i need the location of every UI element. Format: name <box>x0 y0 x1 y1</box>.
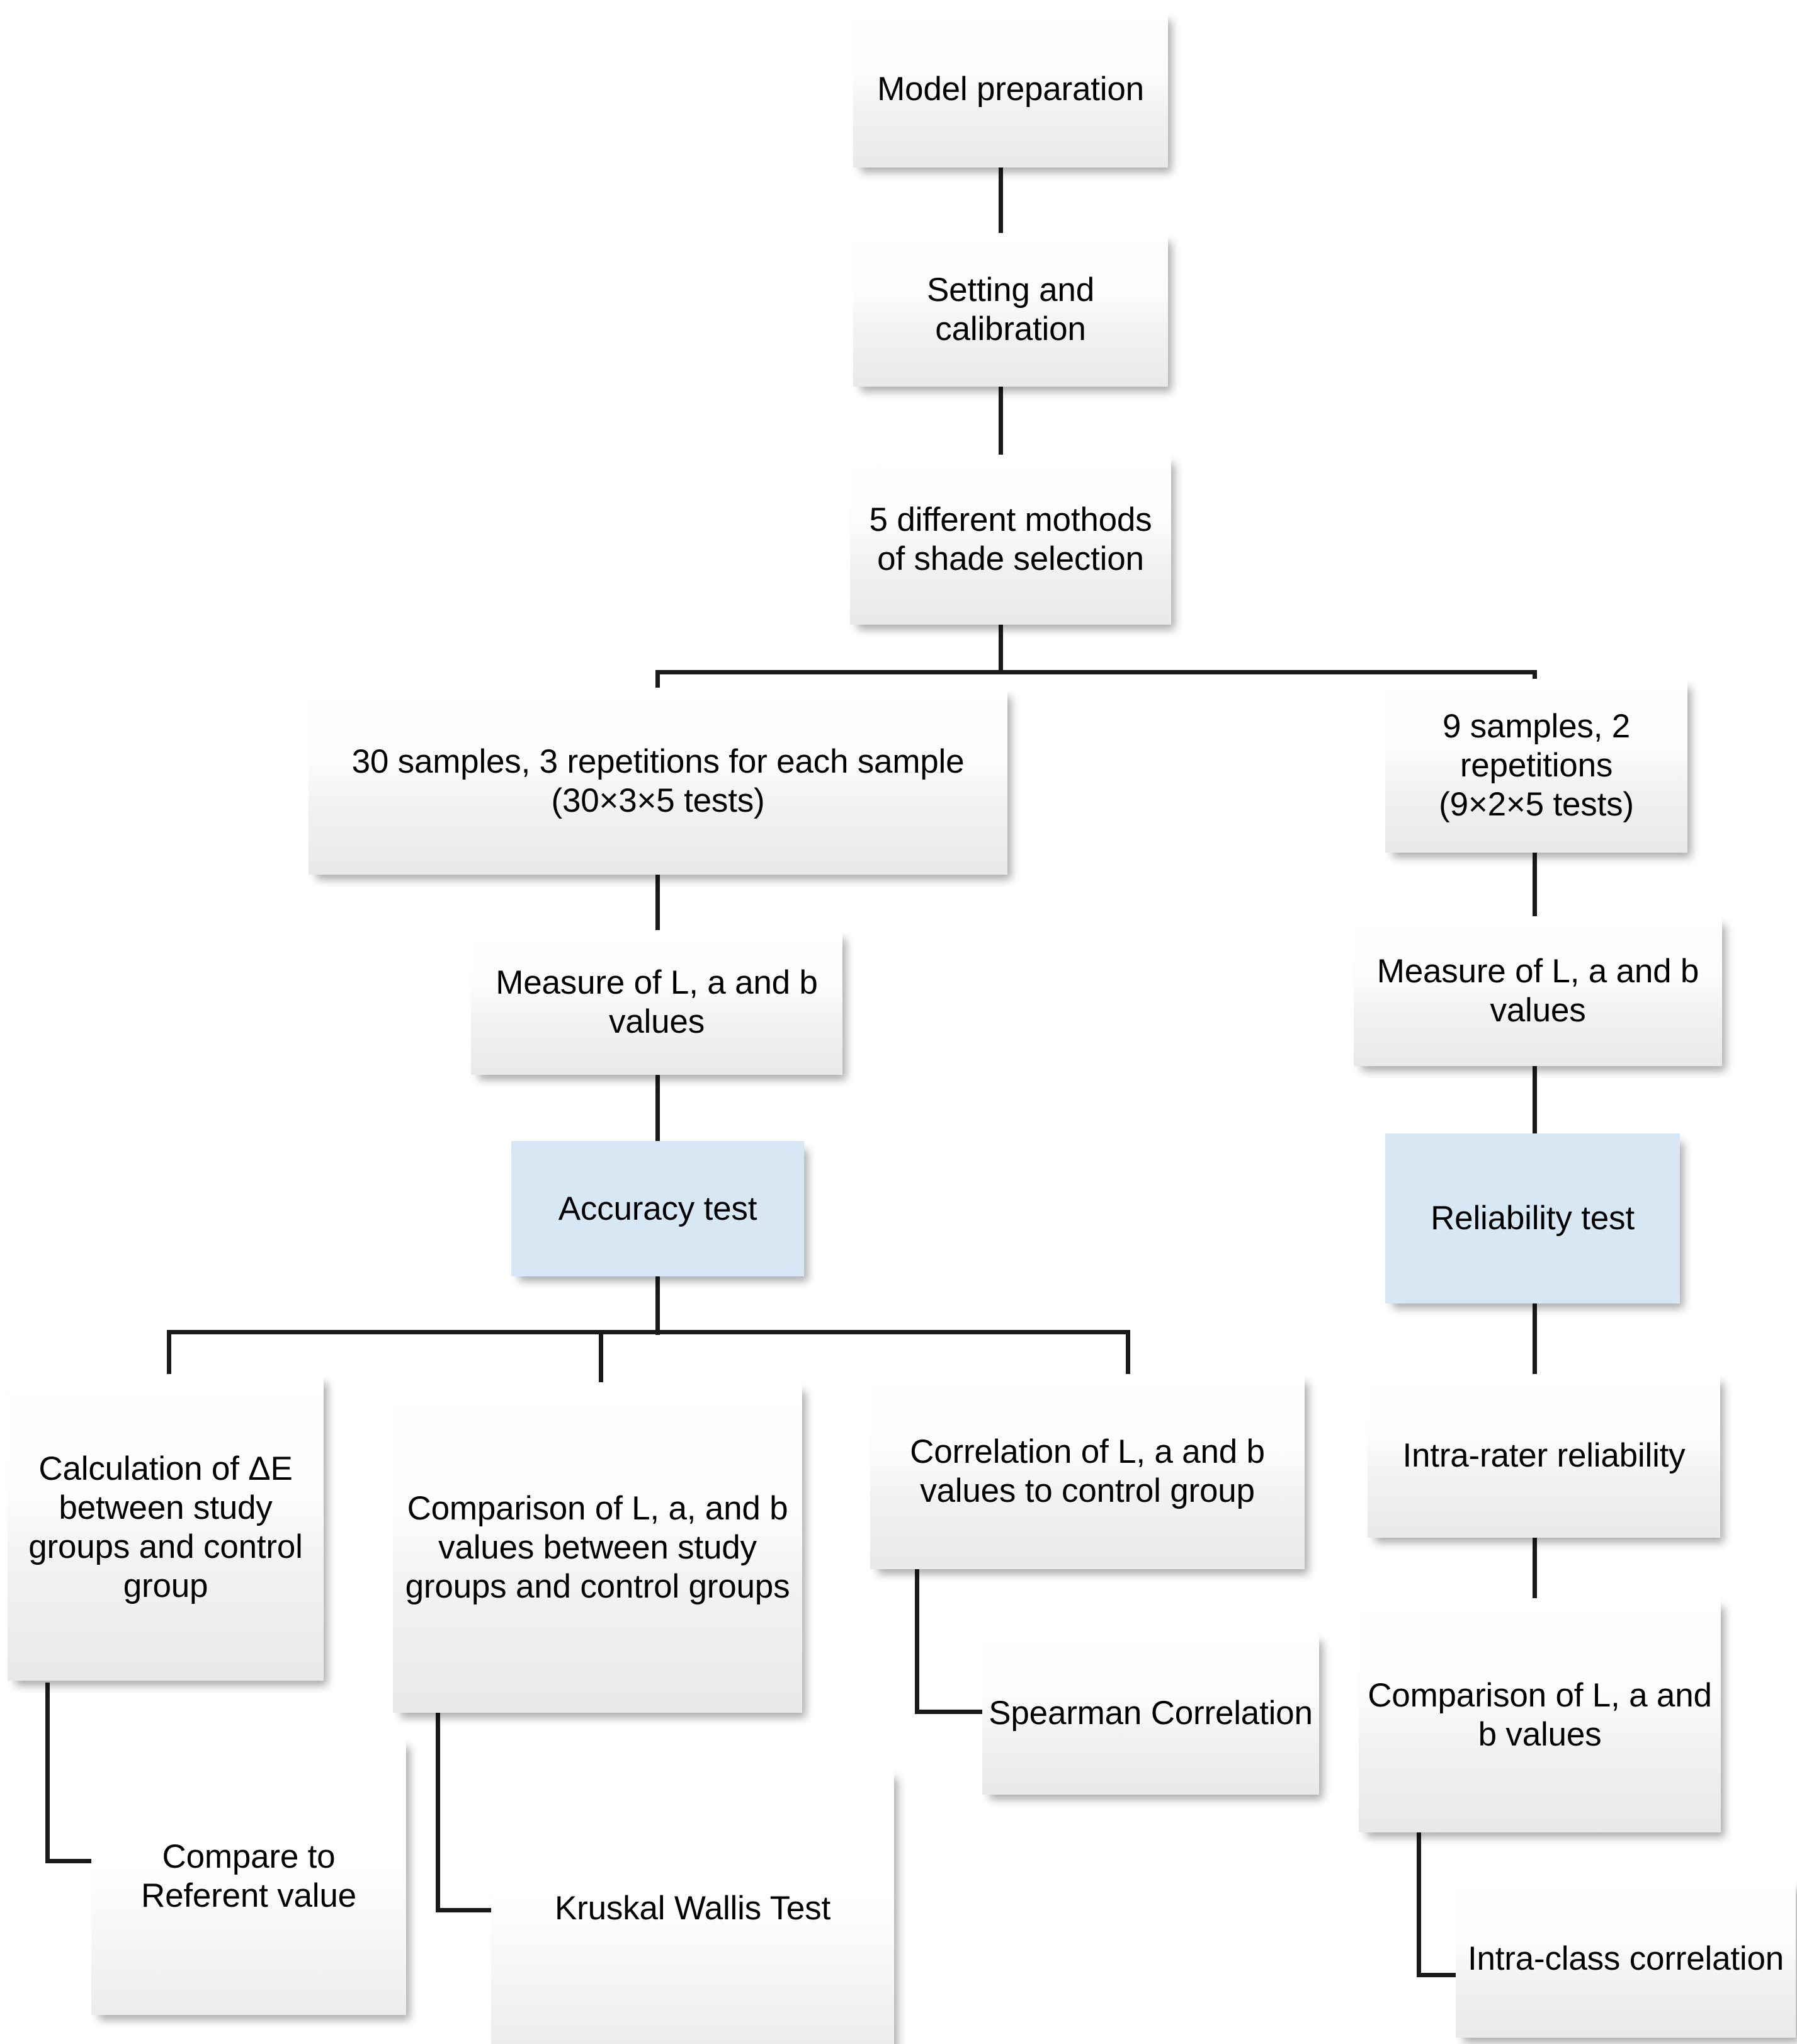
edge-accuracy-to-correlation <box>1126 1330 1130 1380</box>
node-correlation-values-label: Correlation of L, a and b values to cont… <box>910 1433 1265 1509</box>
node-samples-9-label: 9 samples, 2 repetitions (9×2×5 tests) <box>1439 708 1634 823</box>
node-samples-30[interactable]: 30 samples, 3 repetitions for each sampl… <box>309 688 1007 875</box>
node-intra-rater-label: Intra-rater reliability <box>1402 1437 1686 1474</box>
node-calculation-delta-e[interactable]: Calculation of ΔE between study groups a… <box>8 1374 324 1681</box>
node-comparison-values[interactable]: Comparison of L, a, and b values between… <box>393 1382 802 1713</box>
node-model-preparation-label: Model preparation <box>877 71 1144 108</box>
edge-comparison-to-intraclass-horiz <box>1417 1973 1480 1977</box>
node-compare-referent[interactable]: Compare to Referent value <box>91 1738 406 2015</box>
node-model-preparation[interactable]: Model preparation <box>853 11 1168 167</box>
node-measure-left-label: Measure of L, a and b values <box>496 964 818 1040</box>
node-accuracy-test-label: Accuracy test <box>558 1189 757 1227</box>
node-comparison-right[interactable]: Comparison of L, a and b values <box>1359 1598 1721 1832</box>
node-comparison-right-label: Comparison of L, a and b values <box>1368 1677 1712 1753</box>
node-five-methods-label: 5 different mothods of shade selection <box>869 501 1152 577</box>
edge-samples9-to-measure-right <box>1533 850 1537 919</box>
node-spearman-correlation-label: Spearman Correlation <box>989 1695 1313 1732</box>
edge-comparison-to-kruskal-vert <box>436 1710 440 1912</box>
edge-comparison-to-intraclass-vert <box>1417 1831 1421 1977</box>
node-intra-class-correlation[interactable]: Intra-class correlation <box>1456 1880 1796 2038</box>
node-intra-rater[interactable]: Intra-rater reliability <box>1368 1374 1720 1538</box>
edge-accuracy-to-delta-e <box>167 1330 171 1380</box>
edge-accuracy-to-comparison <box>599 1330 603 1392</box>
node-setting-calibration[interactable]: Setting and calibration <box>853 233 1168 387</box>
node-measure-right-label: Measure of L, a and b values <box>1376 953 1699 1029</box>
edge-deltae-to-referent-horiz <box>45 1859 96 1863</box>
edge-measure-right-to-reliability <box>1533 1064 1537 1135</box>
edge-correlation-to-spearman-horiz <box>915 1710 984 1714</box>
node-accuracy-test[interactable]: Accuracy test <box>511 1141 804 1276</box>
node-reliability-test-label: Reliability test <box>1431 1200 1635 1237</box>
node-five-methods[interactable]: 5 different mothods of shade selection <box>850 455 1171 625</box>
node-measure-right[interactable]: Measure of L, a and b values <box>1354 916 1722 1066</box>
edge-methods-split-bar <box>655 670 1537 674</box>
node-samples-9[interactable]: 9 samples, 2 repetitions (9×2×5 tests) <box>1385 679 1687 853</box>
node-setting-calibration-label: Setting and calibration <box>927 271 1094 348</box>
edge-intra-rater-to-comparison <box>1533 1535 1537 1606</box>
node-reliability-test[interactable]: Reliability test <box>1385 1133 1680 1303</box>
node-comparison-values-label: Comparison of L, a, and b values between… <box>405 1489 790 1605</box>
node-calculation-delta-e-label: Calculation of ΔE between study groups a… <box>28 1450 303 1604</box>
edge-correlation-to-spearman-vert <box>915 1568 919 1714</box>
node-compare-referent-label: Compare to Referent value <box>141 1838 356 1914</box>
node-correlation-values[interactable]: Correlation of L, a and b values to cont… <box>870 1374 1305 1569</box>
edge-accuracy-split-bar <box>167 1330 1130 1334</box>
edge-samples30-to-measure-left <box>655 872 660 945</box>
edge-accuracy-stem <box>655 1273 660 1335</box>
node-measure-left[interactable]: Measure of L, a and b values <box>471 930 842 1075</box>
edge-comparison-to-kruskal-horiz <box>436 1908 492 1912</box>
node-kruskal-wallis[interactable]: Kruskal Wallis Test <box>491 1769 894 2044</box>
node-samples-30-label: 30 samples, 3 repetitions for each sampl… <box>351 742 965 819</box>
node-intra-class-correlation-label: Intra-class correlation <box>1467 1940 1784 1977</box>
edge-setting-to-methods <box>999 384 1003 457</box>
edge-measure-left-to-accuracy <box>655 1072 660 1145</box>
edge-model-to-setting <box>999 165 1003 234</box>
edge-methods-stem <box>999 622 1003 674</box>
edge-deltae-to-referent-vert <box>45 1683 50 1863</box>
node-kruskal-wallis-label: Kruskal Wallis Test <box>555 1890 830 1927</box>
node-spearman-correlation[interactable]: Spearman Correlation <box>982 1632 1319 1795</box>
edge-reliability-to-intra-rater <box>1533 1301 1537 1377</box>
